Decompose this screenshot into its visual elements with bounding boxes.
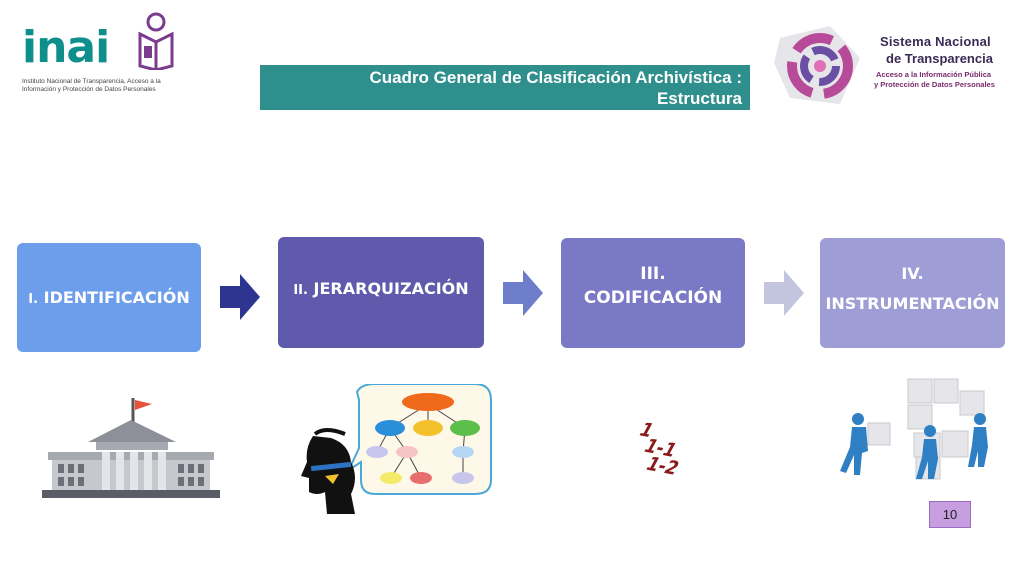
org-chart-icon [366, 393, 480, 484]
step-2-label: JERARQUIZACIÓN [313, 279, 469, 298]
step-identificacion: I. IDENTIFICACIÓN [17, 243, 201, 352]
step-codificacion: III. CODIFICACIÓN [561, 238, 745, 348]
step-3-num: III. [640, 264, 666, 284]
title-bar: Cuadro General de Clasificación Archivís… [260, 65, 750, 110]
step-4-label: INSTRUMENTACIÓN [825, 294, 1000, 313]
thinking-head-icon [301, 384, 492, 514]
inai-subtitle: Instituto Nacional de Transparencia, Acc… [22, 78, 161, 93]
puzzle-people-icon [840, 378, 988, 480]
title-line-1: Cuadro General de Clasificación Archivís… [369, 68, 742, 87]
step-3-label: CODIFICACIÓN [583, 288, 723, 308]
inai-logo-text: inai [22, 22, 110, 73]
arrow-right-icon [503, 270, 543, 316]
step-4-num: IV. [901, 264, 924, 283]
snt-title-2: de Transparencia [886, 51, 993, 66]
inai-logo: inai Instituto Nacional de Transparencia… [18, 12, 188, 102]
step-2-num: II. [293, 283, 308, 298]
building-icon [42, 398, 220, 498]
snt-title-1: Sistema Nacional [880, 34, 991, 49]
snt-swirl-icon [774, 26, 860, 104]
step-1-label: IDENTIFICACIÓN [43, 288, 190, 307]
code-numbers-icon: 1 1-1 1-2 [635, 419, 706, 482]
step-1-num: I. [28, 292, 39, 307]
snt-logo: Sistema Nacional de Transparencia Acceso… [770, 18, 1010, 110]
arrow-right-icon [220, 274, 260, 320]
arrow-right-icon [764, 270, 804, 316]
snt-subtitle-1: Acceso a la Información Pública [876, 70, 992, 79]
inai-person-book-icon [138, 12, 174, 70]
step-jerarquizacion: II. JERARQUIZACIÓN [278, 237, 484, 348]
title-line-2: Estructura [656, 89, 742, 108]
page-number-badge: 10 [929, 501, 971, 528]
step-instrumentacion: IV. INSTRUMENTACIÓN [820, 238, 1005, 348]
snt-subtitle-2: y Protección de Datos Personales [874, 80, 995, 89]
